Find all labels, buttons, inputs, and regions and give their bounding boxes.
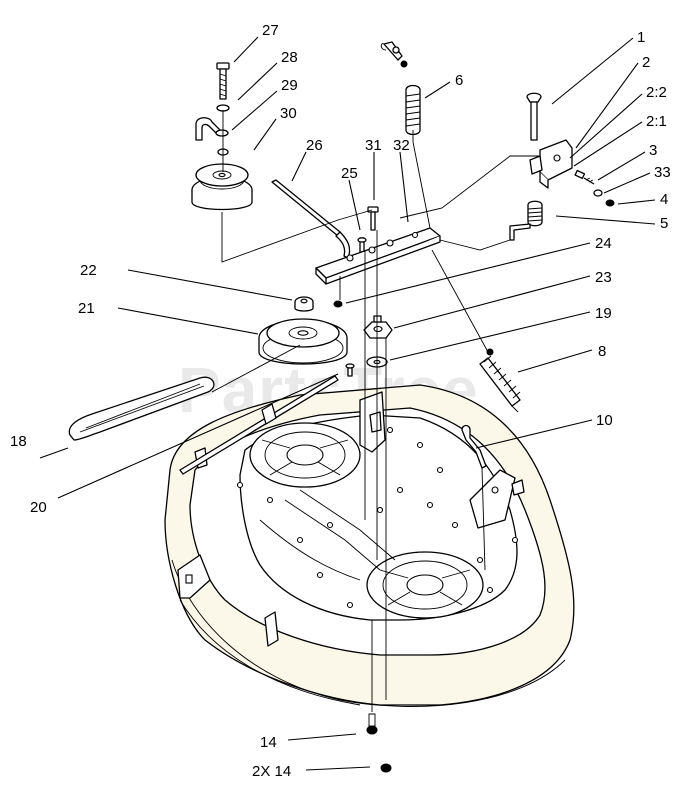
idler-arm-bracket (469, 469, 525, 529)
callout-19: 19 (595, 305, 612, 322)
pin-1 (526, 92, 542, 141)
spring-5 (509, 200, 543, 241)
spring-8 (479, 348, 521, 413)
rod-20 (179, 375, 339, 475)
bearing-23 (363, 315, 393, 339)
assembly-lines (211, 110, 540, 712)
spring-6 (380, 41, 421, 142)
callout-32: 32 (393, 137, 410, 154)
callout-8: 8 (598, 343, 606, 360)
small-parts-3-33-4 (574, 169, 615, 207)
idler-pulley (191, 163, 253, 211)
callout-29: 29 (281, 77, 298, 94)
belt-18 (68, 376, 215, 441)
callout-30: 30 (280, 105, 297, 122)
callout-22: 22 (80, 262, 97, 279)
callout-26: 26 (306, 137, 323, 154)
nut-22 (294, 296, 314, 312)
nut-24 (333, 300, 343, 308)
nut-14 (366, 713, 378, 735)
mower-deck (164, 384, 575, 707)
leader-lines (39, 36, 656, 771)
callout-1: 1 (637, 29, 645, 46)
callout-23: 23 (595, 269, 612, 286)
callout-20: 20 (30, 499, 47, 516)
callout-2-2: 2:2 (646, 84, 667, 101)
bracket-2 (529, 139, 573, 189)
callout-18: 18 (10, 433, 27, 450)
callout-3: 3 (649, 142, 657, 159)
screw-near-20 (345, 363, 355, 377)
idler-arm-plate-32 (315, 227, 441, 285)
idler-arm-10 (461, 424, 487, 469)
callout-31: 31 (365, 137, 382, 154)
callout-10: 10 (596, 412, 613, 429)
deck-holes (236, 426, 519, 609)
callout-labels: 27 28 29 30 6 26 31 32 25 1 2 2:2 2:1 3 … (10, 22, 671, 780)
callout-2x14: 2X 14 (252, 763, 291, 780)
bolt-27 (216, 62, 230, 100)
rod-26 (271, 179, 351, 259)
callout-6: 6 (455, 72, 463, 89)
idler-bracket-29 (195, 117, 223, 141)
left-spindle-plate (249, 422, 361, 488)
callout-28: 28 (281, 49, 298, 66)
callout-27: 27 (262, 22, 279, 39)
callout-25: 25 (341, 165, 358, 182)
callout-2: 2 (642, 54, 650, 71)
callout-5: 5 (660, 215, 668, 232)
callout-33: 33 (654, 164, 671, 181)
nut-2x14 (380, 763, 392, 773)
pulley-21 (258, 318, 348, 365)
callout-2-1: 2:1 (646, 113, 667, 130)
callout-24: 24 (595, 235, 612, 252)
callout-21: 21 (78, 300, 95, 317)
screw-25 (357, 237, 367, 253)
callout-4: 4 (660, 191, 668, 208)
right-spindle-plate (366, 551, 484, 619)
callout-14: 14 (260, 734, 277, 751)
